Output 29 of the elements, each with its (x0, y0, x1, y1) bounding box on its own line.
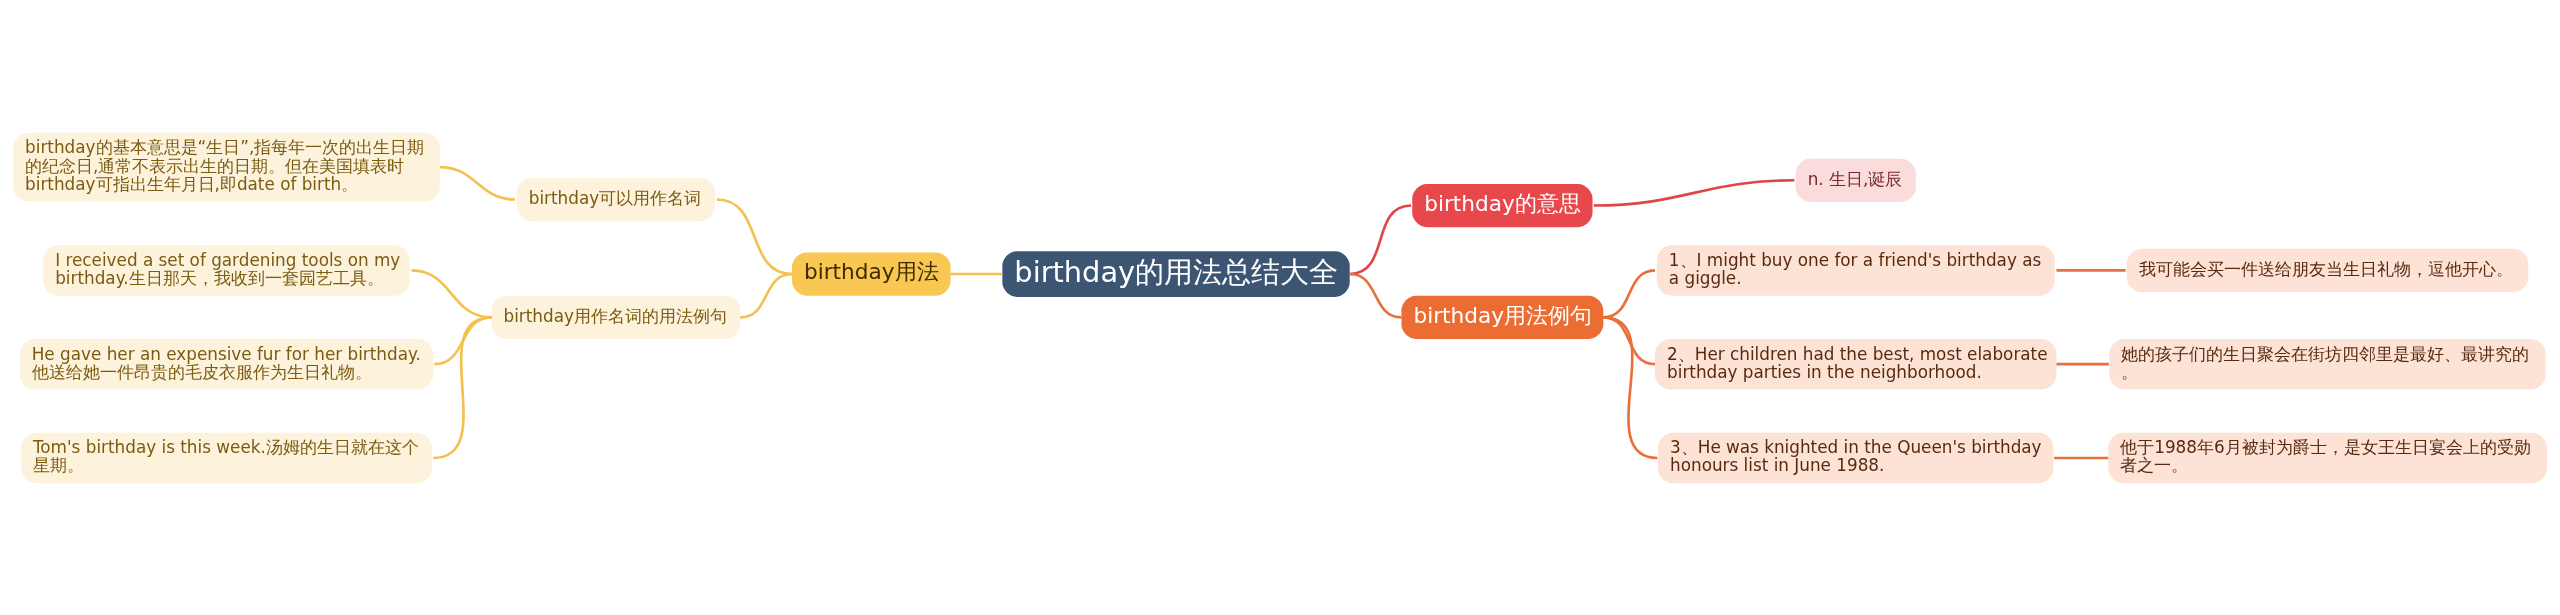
connector (2054, 456, 2109, 459)
node-box: birthday的基本意思是“生日”,指每年一次的出生日期的纪念日,通常不表示出生的日期。但在美国填表时birthday可指出生年月日,即date of birth。 (13, 132, 440, 201)
node-box: 她的孩子们的生日聚会在街坊四邻里是最好、最讲究的。 (2109, 338, 2546, 389)
node-box: n. 生日,诞辰 (1795, 158, 1916, 202)
connector (1603, 315, 1658, 459)
connector (1593, 178, 1795, 207)
connector (2056, 362, 2109, 365)
node-box: 2、Her children had the best, most elaborate birthday parties in the neighborhood. (1655, 338, 2057, 389)
connector (432, 315, 492, 459)
node-box: birthday用法例句 (1401, 295, 1604, 339)
node-box: He gave her an expensive fur for her birthday.他送给她一件昂贵的毛皮衣服作为生日礼物。 (19, 338, 434, 389)
node-box: 1、I might buy one for a friend's birthday as a giggle. (1656, 244, 2055, 296)
connector (740, 272, 793, 319)
connector (950, 272, 1003, 275)
node-box: birthday的意思 (1412, 183, 1593, 227)
node-box: birthday可以用作名词 (516, 177, 716, 221)
node-box: 3、He was knighted in the Queen's birthday honours list in June 1988. (1658, 432, 2054, 483)
connector (2056, 268, 2126, 272)
connector (1349, 203, 1412, 275)
node-box: 他于1988年6月被封为爵士，是女王生日宴会上的受勋者之一。 (2108, 432, 2547, 483)
connector (439, 165, 516, 201)
node-box: birthday用法 (792, 251, 951, 296)
node-box: 我可能会买一件送给朋友当生日礼物，逗他开心。 (2126, 248, 2529, 292)
connector (716, 197, 793, 275)
node-box: birthday用作名词的用法例句 (491, 295, 741, 339)
node-box: Tom's birthday is this week.汤姆的生日就在这个星期。 (20, 432, 432, 483)
connector (1349, 272, 1402, 319)
node-box: birthday的用法总结大全 (1002, 250, 1350, 297)
node-box: I received a set of gardening tools on my birthday.生日那天，我收到一套园艺工具。 (43, 244, 410, 296)
